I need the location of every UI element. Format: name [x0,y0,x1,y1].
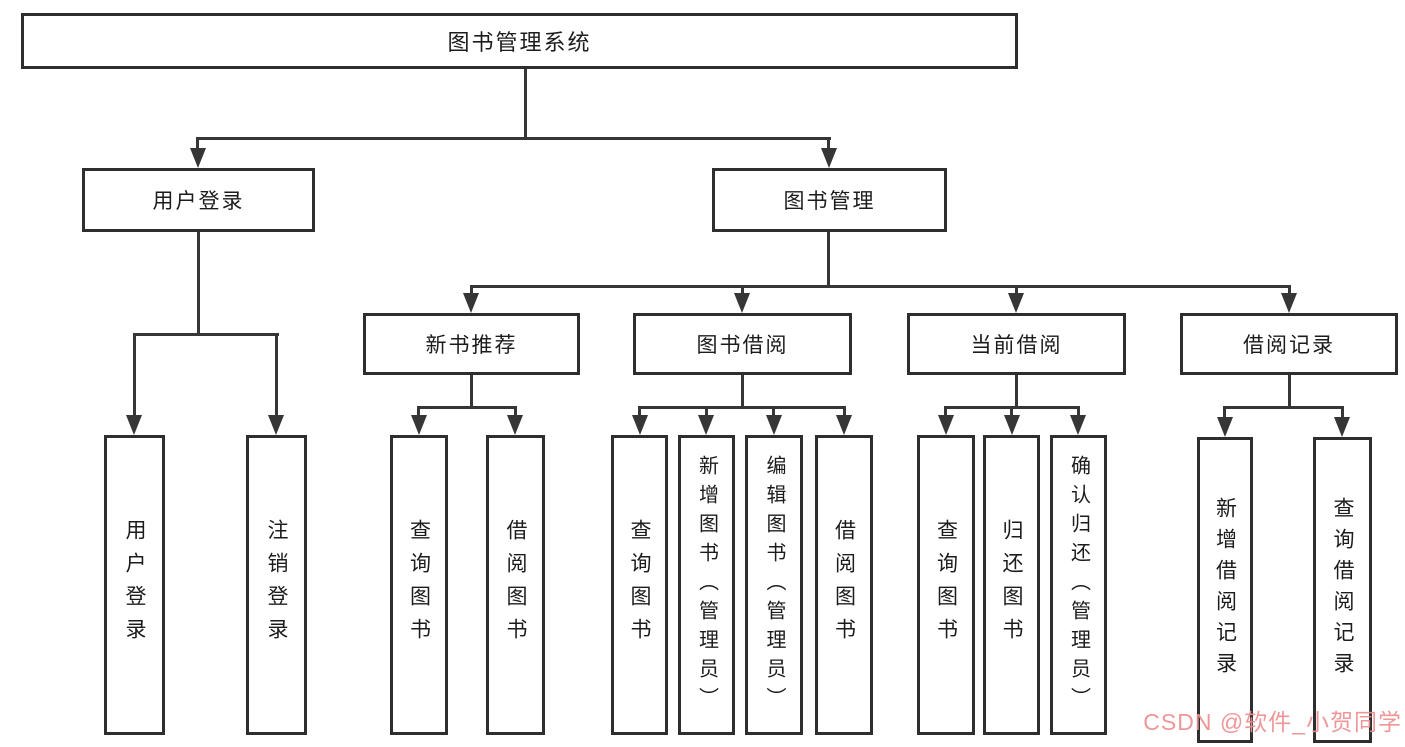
connector-mgmt-crossbar [470,285,1291,288]
arrow-down-icon [463,293,479,313]
arrow-down-icon [632,415,648,435]
leaf-recommend-query-book: 查询图书 [390,435,448,735]
leaf-user-login: 用户登录 [104,435,165,735]
arrow-down-icon [507,415,523,435]
node-new-book-recommend-label: 新书推荐 [425,334,518,357]
connector-arrow-shaft [1288,287,1291,293]
node-book-borrow: 图书借阅 [633,313,852,375]
arrow-down-icon [126,415,142,435]
leaf-current-query-book-label: 查询图书 [934,519,958,651]
node-current-borrow: 当前借阅 [907,313,1126,375]
node-user-login-label: 用户登录 [152,190,245,213]
connector-root-trunk [524,69,527,139]
connector-arrow-shaft [827,139,830,148]
leaf-logout: 注销登录 [246,435,307,735]
leaf-borrow-add-book-admin: 新增图书（管理员） [678,435,735,735]
connector-arrow-shaft [196,139,199,148]
leaf-borrow-edit-book-admin-label: 编辑图书（管理员） [763,454,785,716]
connector-borrow-crossbar [638,406,846,409]
leaf-borrow-query-book-label: 查询图书 [628,519,651,651]
connector-arrow-shaft [1077,408,1080,415]
leaf-recommend-borrow-book-label: 借阅图书 [504,519,527,651]
arrow-down-icon [938,415,954,435]
node-borrow-records: 借阅记录 [1180,313,1398,375]
node-current-borrow-label: 当前借阅 [970,334,1063,357]
node-user-login: 用户登录 [82,168,315,232]
node-root: 图书管理系统 [21,13,1018,69]
leaf-recommend-borrow-book: 借阅图书 [486,435,545,735]
connector-arrow-shaft [275,335,278,415]
connector-arrow-shaft [1223,408,1226,417]
connector-recommend-crossbar [417,406,517,409]
connector-arrow-shaft [133,335,136,415]
arrow-down-icon [1281,293,1297,313]
connector-arrow-shaft [1015,287,1018,293]
leaf-borrow-query-book: 查询图书 [611,435,668,735]
connector-arrow-shaft [772,408,775,415]
connector-login-trunk [197,232,200,335]
connector-mgmt-trunk [827,232,830,287]
arrow-down-icon [268,415,284,435]
connector-records-crossbar [1223,406,1344,409]
leaf-current-query-book: 查询图书 [917,435,975,735]
csdn-watermark: CSDN @软件_小贺同学 [1143,709,1402,735]
connector-root-crossbar [196,137,831,140]
arrow-down-icon [836,415,852,435]
leaf-records-query-record: 查询借阅记录 [1313,437,1372,743]
arrow-down-icon [1334,417,1350,437]
node-book-management-label: 图书管理 [783,190,876,213]
connector-borrow-trunk [741,375,744,408]
leaf-borrow-edit-book-admin: 编辑图书（管理员） [745,435,803,735]
connector-arrow-shaft [1341,408,1344,417]
arrow-down-icon [411,415,427,435]
arrow-down-icon [1070,415,1086,435]
node-root-label: 图书管理系统 [447,30,592,55]
arrow-down-icon [1008,293,1024,313]
node-book-borrow-label: 图书借阅 [696,334,789,357]
node-book-management: 图书管理 [712,168,947,232]
connector-arrow-shaft [1010,408,1013,415]
connector-current-crossbar [944,406,1080,409]
leaf-current-confirm-return-admin-label: 确认归还（管理员） [1067,454,1090,716]
connector-current-trunk [1015,375,1018,408]
node-new-book-recommend: 新书推荐 [363,313,580,375]
connector-recommend-trunk [470,375,473,408]
leaf-user-login-label: 用户登录 [123,519,146,651]
leaf-logout-label: 注销登录 [265,519,288,651]
arrow-down-icon [190,148,206,168]
arrow-down-icon [698,415,714,435]
connector-login-crossbar [133,333,279,336]
connector-arrow-shaft [843,408,846,415]
arrow-down-icon [821,148,837,168]
leaf-borrow-borrow-book: 借阅图书 [815,435,873,735]
connector-arrow-shaft [417,408,420,415]
arrow-down-icon [734,293,750,313]
leaf-records-add-record: 新增借阅记录 [1197,437,1253,743]
leaf-current-return-book: 归还图书 [983,435,1040,735]
leaf-borrow-add-book-admin-label: 新增图书（管理员） [695,454,718,716]
leaf-records-query-record-label: 查询借阅记录 [1331,497,1354,683]
connector-arrow-shaft [705,408,708,415]
arrow-down-icon [1004,415,1020,435]
arrow-down-icon [766,415,782,435]
connector-arrow-shaft [944,408,947,415]
node-borrow-records-label: 借阅记录 [1243,334,1335,357]
leaf-borrow-borrow-book-label: 借阅图书 [832,519,856,651]
leaf-current-confirm-return-admin: 确认归还（管理员） [1050,435,1107,735]
leaf-records-add-record-label: 新增借阅记录 [1213,497,1237,683]
connector-arrow-shaft [741,287,744,293]
leaf-current-return-book-label: 归还图书 [1000,519,1023,651]
connector-arrow-shaft [638,408,641,415]
connector-records-trunk [1288,375,1291,408]
connector-arrow-shaft [514,408,517,415]
connector-arrow-shaft [470,287,473,293]
leaf-recommend-query-book-label: 查询图书 [407,519,431,651]
arrow-down-icon [1217,417,1233,437]
